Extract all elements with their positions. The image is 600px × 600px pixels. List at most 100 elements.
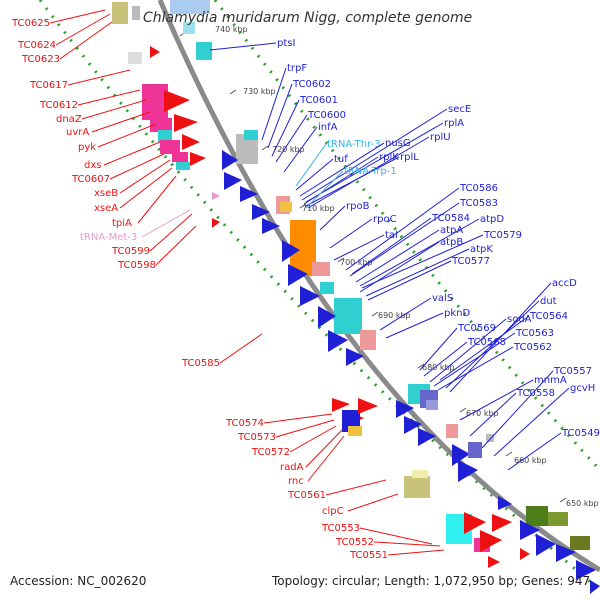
gene-label-left: TC0623 — [21, 54, 60, 65]
leader-line — [355, 229, 440, 283]
gene-label-right: tRNA-Trp-1 — [344, 166, 397, 177]
gene-label-left: tpiA — [112, 218, 132, 229]
gene-label-left: TC0561 — [287, 490, 326, 501]
gene-label-left: TC0572 — [251, 447, 290, 458]
gene-label-left: TC0551 — [349, 550, 388, 561]
gene-label-left: clpC — [322, 506, 344, 517]
gene-label-left: TC0574 — [225, 418, 264, 429]
gene-label-right: rplK — [379, 152, 399, 163]
gene-label-right: atpB — [440, 237, 463, 248]
leader-line — [263, 413, 333, 424]
leader-line — [307, 435, 345, 482]
leader-line — [261, 67, 287, 141]
gene-label-left: TC0553 — [321, 523, 360, 534]
leader-line — [419, 327, 458, 371]
leader-line — [283, 126, 318, 173]
gene-label-right: TC0600 — [307, 110, 346, 121]
gene-label-right: mnmA — [534, 375, 567, 386]
leader-line — [155, 225, 197, 266]
leader-line — [387, 549, 445, 556]
leader-line — [449, 282, 552, 393]
kbp-label: 720 kbp — [272, 145, 305, 154]
gene-label-left: TC0573 — [237, 432, 276, 443]
leader-line — [141, 209, 191, 238]
gene-label-left: TC0598 — [117, 260, 156, 271]
kbp-label: 690 kbp — [378, 311, 411, 320]
genome-backbone — [157, 0, 600, 573]
gene-label-right: TC0557 — [553, 366, 592, 377]
gene-label-left: xseA — [94, 203, 118, 214]
gene-label-right: secE — [448, 104, 471, 115]
leader-line — [267, 83, 293, 149]
gene-label-right: TC0562 — [513, 342, 552, 353]
gene-label-right: TC0563 — [515, 328, 554, 339]
gene-label-left: dxs — [84, 160, 101, 171]
gene-label-right: trpF — [287, 63, 307, 74]
leader-line — [305, 429, 343, 468]
leader-line — [469, 392, 517, 437]
gene-label-left: xseB — [94, 188, 118, 199]
gene-label-right: TC0586 — [459, 183, 498, 194]
gene-label-left: radA — [280, 462, 304, 473]
leader-line — [119, 159, 171, 194]
leader-line — [359, 527, 433, 545]
gene-label-left: TC0624 — [17, 40, 56, 51]
kbp-label: 670 kbp — [466, 409, 499, 418]
gene-label-right: TC0583 — [459, 198, 498, 209]
leader-line — [439, 315, 530, 381]
gene-label-right: pknD — [444, 308, 470, 319]
leader-line — [493, 387, 570, 457]
leader-line — [365, 248, 470, 297]
leader-line — [275, 419, 335, 438]
gene-label-left: dnaZ — [56, 114, 82, 125]
gene-label-right: rplL — [400, 152, 419, 163]
gene-label-right: ptsI — [277, 38, 295, 49]
gene-label-right: atpK — [470, 244, 493, 255]
leader-line — [373, 541, 441, 547]
leader-line — [349, 202, 460, 277]
kbp-label: 680 kbp — [422, 363, 455, 372]
gene-label-right: TC0577 — [451, 256, 490, 267]
leader-line — [103, 141, 161, 166]
leader-line — [307, 136, 430, 209]
gene-label-right: TC0569 — [457, 323, 496, 334]
gene-label-right: rpoC — [373, 214, 397, 225]
leader-line — [437, 346, 514, 391]
gene-label-right: gcvH — [570, 383, 595, 394]
gene-label-right: dut — [540, 296, 557, 307]
gene-label-right: atpD — [480, 214, 504, 225]
gene-label-right: valS — [432, 293, 453, 304]
kbp-label: 660 kbp — [514, 456, 547, 465]
gene-blocks — [112, 0, 600, 594]
gene-label-left: TC0607 — [71, 174, 110, 185]
accession-text: Accession: NC_002620 — [10, 574, 146, 588]
left-gene-labels: TC0625TC0624TC0623TC0617TC0612dnaZuvrApy… — [11, 9, 445, 561]
leader-line — [289, 425, 337, 453]
leader-line — [329, 218, 373, 249]
leader-line — [81, 99, 147, 120]
gene-label-left: uvrA — [66, 127, 89, 138]
gene-label-right: tal — [385, 230, 398, 241]
gene-label-left: TC0552 — [335, 537, 374, 548]
leader-line — [77, 89, 141, 106]
leader-line — [379, 297, 432, 331]
leader-line — [301, 108, 448, 201]
leader-line — [67, 69, 131, 86]
leader-line — [119, 167, 173, 209]
gene-label-right: nusG — [385, 138, 411, 149]
leader-line — [149, 213, 193, 252]
leader-line — [423, 341, 468, 377]
page-title: Chlamydia muridarum Nigg, complete genom… — [143, 10, 472, 26]
leader-line — [333, 234, 385, 261]
gene-label-left: TC0599 — [111, 246, 150, 257]
leader-line — [459, 379, 534, 421]
gene-label-right: atpA — [440, 225, 463, 236]
gene-label-right: rpoB — [346, 201, 370, 212]
gene-label-right: TC0564 — [529, 311, 568, 322]
gene-label-left: tRNA-Met-3 — [80, 232, 137, 243]
gene-label-right: tRNA-Thr-3 — [327, 139, 381, 150]
gene-label-right: TC0584 — [431, 213, 470, 224]
leader-line — [55, 13, 111, 46]
